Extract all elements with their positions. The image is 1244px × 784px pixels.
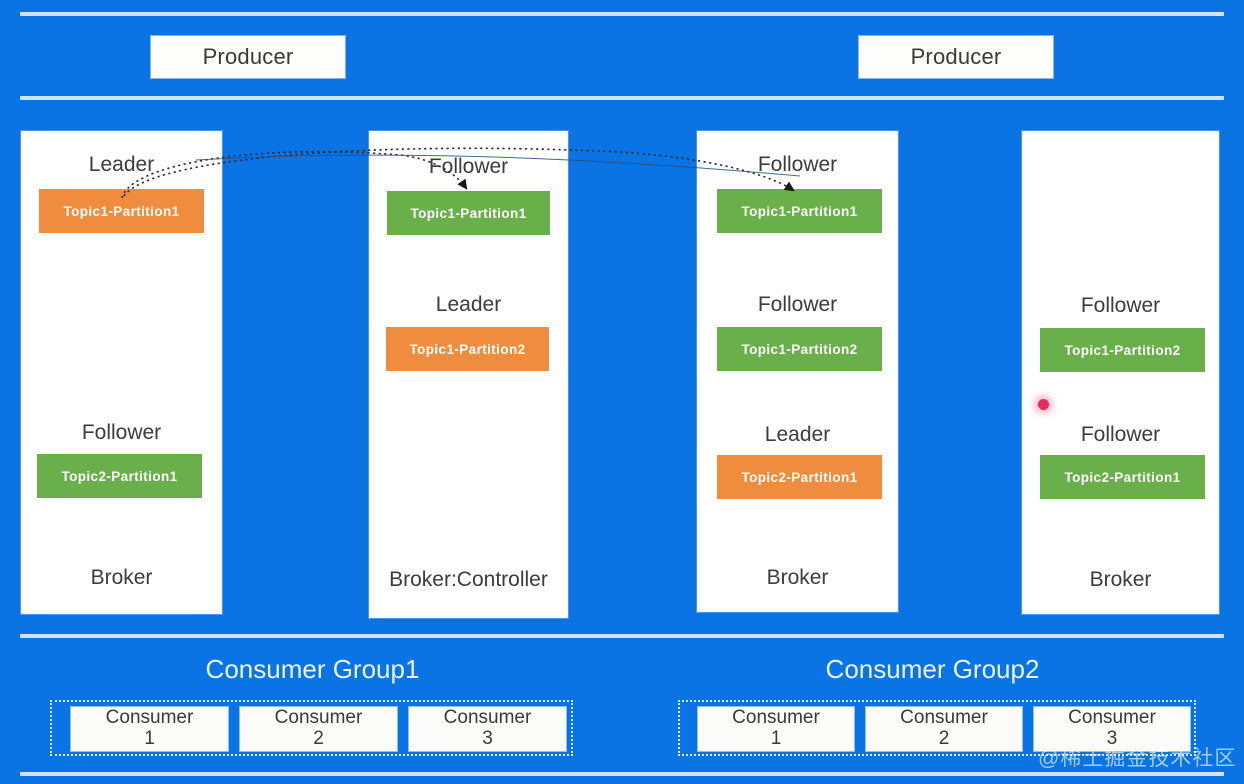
consumer-index: 1 — [770, 728, 782, 749]
watermark-text: @稀土掘金技术社区 — [1038, 747, 1237, 770]
role-label-leader: Leader — [435, 293, 502, 316]
broker-footer-label: Broker:Controller — [389, 568, 548, 591]
partition-box-topic1-partition2[interactable]: Topic1-Partition2 — [1040, 328, 1205, 372]
broker-column-3[interactable]: Follower Topic1-Partition1 Follower Topi… — [696, 130, 899, 613]
consumer-3[interactable]: Consumer 3 — [408, 706, 567, 752]
broker-column-4[interactable]: Follower Topic1-Partition2 Follower Topi… — [1021, 130, 1220, 615]
divider-bottom — [20, 772, 1224, 776]
divider-top — [20, 12, 1224, 16]
consumer-index: 1 — [144, 728, 155, 749]
partition-box-topic1-partition1[interactable]: Topic1-Partition1 — [717, 189, 882, 233]
role-label-follower: Follower — [428, 155, 509, 178]
producer-box-1[interactable]: Producer — [150, 35, 346, 79]
consumer-index: 3 — [1106, 728, 1118, 749]
broker-column-2[interactable]: Follower Topic1-Partition1 Leader Topic1… — [368, 130, 569, 619]
producer-label: Producer — [202, 44, 294, 69]
divider-producer-row — [20, 96, 1224, 100]
consumer-group-1-title: Consumer Group1 — [205, 654, 420, 684]
consumer-label: Consumer — [443, 707, 532, 729]
consumer-label: Consumer — [732, 707, 820, 729]
consumer-label: Consumer — [274, 707, 363, 729]
consumer-2[interactable]: Consumer 2 — [865, 706, 1023, 752]
role-label-follower: Follower — [757, 153, 838, 176]
consumer-index: 2 — [938, 728, 950, 749]
partition-box-topic1-partition1[interactable]: Topic1-Partition1 — [387, 191, 550, 235]
consumer-group-1-container: Consumer 1 Consumer 2 Consumer 3 — [50, 700, 573, 756]
role-label-follower: Follower — [757, 293, 838, 316]
role-label-leader: Leader — [764, 423, 831, 446]
role-label-follower: Follower — [1080, 294, 1161, 317]
partition-box-topic1-partition2[interactable]: Topic1-Partition2 — [717, 327, 882, 371]
consumer-1[interactable]: Consumer 1 — [697, 706, 855, 752]
divider-broker-row — [20, 634, 1224, 638]
consumer-group-2-title: Consumer Group2 — [825, 654, 1040, 684]
broker-column-1[interactable]: Leader Topic1-Partition1 Follower Topic2… — [20, 130, 223, 615]
role-label-follower: Follower — [1080, 423, 1161, 446]
broker-footer-label: Broker — [90, 566, 153, 589]
partition-box-topic1-partition1[interactable]: Topic1-Partition1 — [39, 189, 204, 233]
consumer-index: 2 — [313, 728, 324, 749]
broker-footer-label: Broker — [1089, 568, 1152, 591]
partition-box-topic2-partition1[interactable]: Topic2-Partition1 — [37, 454, 202, 498]
partition-box-topic1-partition2[interactable]: Topic1-Partition2 — [386, 327, 549, 371]
consumer-2[interactable]: Consumer 2 — [239, 706, 398, 752]
consumer-label: Consumer — [900, 707, 988, 729]
role-label-follower: Follower — [81, 421, 162, 444]
pink-dot-marker — [1038, 399, 1049, 410]
consumer-label: Consumer — [105, 707, 194, 729]
partition-box-topic2-partition1[interactable]: Topic2-Partition1 — [717, 455, 882, 499]
broker-footer-label: Broker — [766, 566, 829, 589]
consumer-label: Consumer — [1068, 707, 1156, 729]
consumer-1[interactable]: Consumer 1 — [70, 706, 229, 752]
role-label-leader: Leader — [88, 153, 155, 176]
producer-label: Producer — [910, 44, 1002, 69]
consumer-index: 3 — [482, 728, 493, 749]
producer-box-2[interactable]: Producer — [858, 35, 1054, 79]
consumer-3[interactable]: Consumer 3 — [1033, 706, 1191, 752]
consumer-group-2-container: Consumer 1 Consumer 2 Consumer 3 — [678, 700, 1196, 756]
partition-box-topic2-partition1[interactable]: Topic2-Partition1 — [1040, 455, 1205, 499]
